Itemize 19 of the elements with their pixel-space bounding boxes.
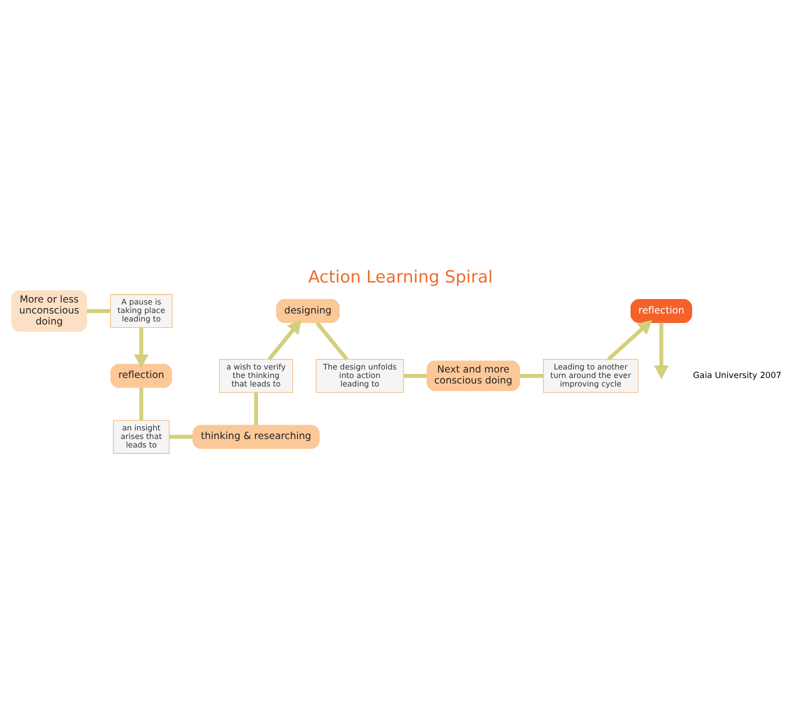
diagram-title: Action Learning Spiral [308,266,492,287]
connector [519,374,543,378]
node-box: thinking & researching [192,424,320,449]
caption: Gaia University 2007 [692,370,781,380]
node-box: Next and more conscious doing [426,360,520,392]
node-box: More or less unconscious doing [10,290,87,332]
connector [314,322,348,361]
connector [254,392,258,426]
connector [138,388,143,420]
node-box: reflection [110,364,172,388]
connector [86,309,110,313]
node-box: designing [276,299,340,324]
arrow [654,322,668,380]
arrow [133,328,148,368]
arrow [606,320,652,361]
node-box: reflection [630,299,692,324]
connector [168,434,192,439]
arrow [267,320,302,361]
connector [403,374,426,378]
